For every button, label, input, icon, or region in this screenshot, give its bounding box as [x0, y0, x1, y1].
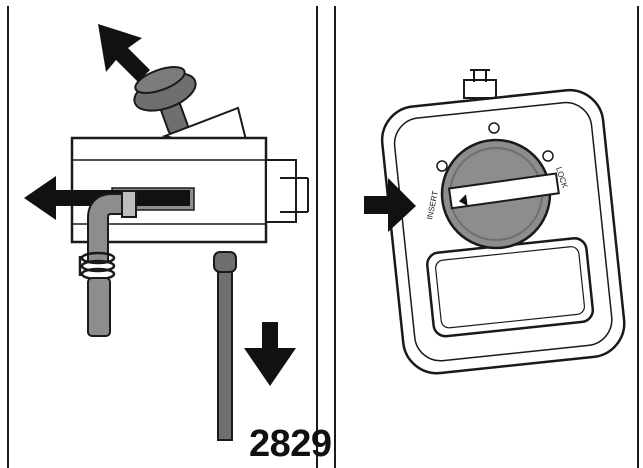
drain-plug-knob — [133, 66, 197, 135]
arrow-right-icon — [364, 178, 416, 232]
arrow-up-left-icon — [98, 24, 150, 82]
right-illustration: INSERT LOCK — [334, 6, 639, 468]
arrow-down-icon — [244, 322, 296, 386]
unlock-icon — [436, 160, 448, 172]
cover-window — [426, 237, 595, 338]
left-illustration — [7, 6, 318, 468]
right-panel: INSERT LOCK — [330, 0, 643, 468]
figure-number: 2829 — [249, 423, 332, 465]
side-fitting — [265, 159, 309, 223]
drain-hose-elbow — [87, 190, 137, 262]
drain-tube — [213, 251, 237, 441]
left-panel — [0, 0, 320, 468]
dial-indicator-bar — [447, 172, 560, 210]
dial[interactable] — [440, 138, 560, 250]
dial-pointer-icon — [458, 194, 468, 207]
lock-icon — [488, 122, 554, 162]
top-connector — [463, 69, 497, 99]
drain-hose-end — [87, 277, 111, 337]
